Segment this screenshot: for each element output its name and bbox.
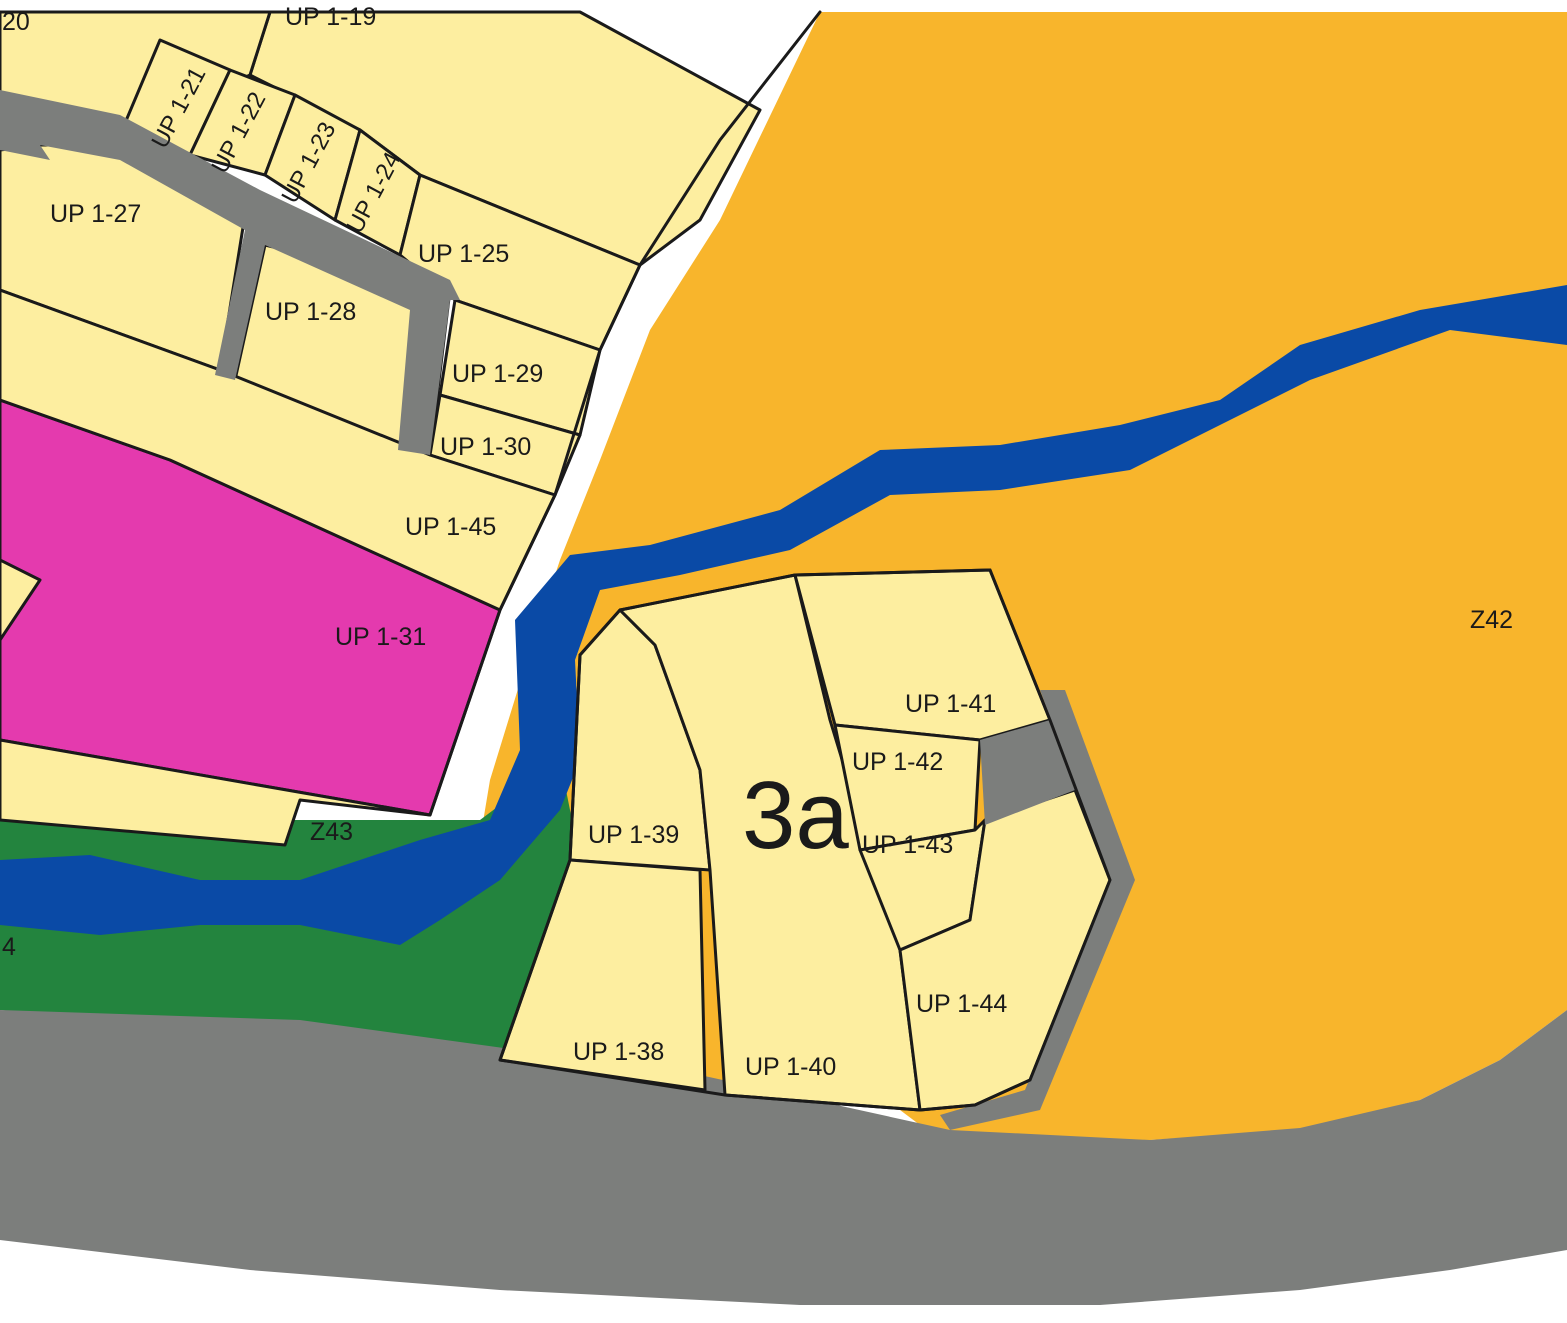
parcel-left-bump	[0, 558, 42, 642]
label-edge-20: 20	[2, 8, 30, 36]
block-3a-outline	[498, 568, 1112, 1112]
river	[0, 285, 1567, 945]
label-up-1-38: UP 1-38	[573, 1038, 664, 1066]
parcel-left-strip	[0, 738, 432, 847]
label-up-1-29: UP 1-29	[452, 360, 543, 388]
access-road-3a	[980, 720, 1075, 825]
label-up-1-27: UP 1-27	[50, 200, 141, 228]
label-edge-4: 4	[2, 933, 16, 961]
label-up-1-19: UP 1-19	[285, 3, 376, 31]
label-block-3a: 3a	[742, 762, 849, 869]
label-z42: Z42	[1470, 606, 1513, 634]
label-up-1-28: UP 1-28	[265, 298, 356, 326]
label-up-1-30: UP 1-30	[440, 433, 531, 461]
label-up-1-42: UP 1-42	[852, 748, 943, 776]
bottom-road	[0, 1010, 1567, 1305]
zone-boundary-line	[428, 10, 822, 817]
label-up-1-45: UP 1-45	[405, 513, 496, 541]
label-up-1-43: UP 1-43	[862, 831, 953, 859]
label-up-1-39: UP 1-39	[588, 821, 679, 849]
access-road-upper	[0, 90, 460, 455]
label-up-1-41: UP 1-41	[905, 690, 996, 718]
green-strip-area	[0, 760, 940, 1140]
label-up-1-44: UP 1-44	[916, 990, 1007, 1018]
label-up-1-31: UP 1-31	[335, 623, 426, 651]
road-3a-east-edge	[940, 690, 1135, 1130]
label-up-1-25: UP 1-25	[418, 240, 509, 268]
label-z43: Z43	[310, 818, 353, 846]
label-up-1-40: UP 1-40	[745, 1053, 836, 1081]
